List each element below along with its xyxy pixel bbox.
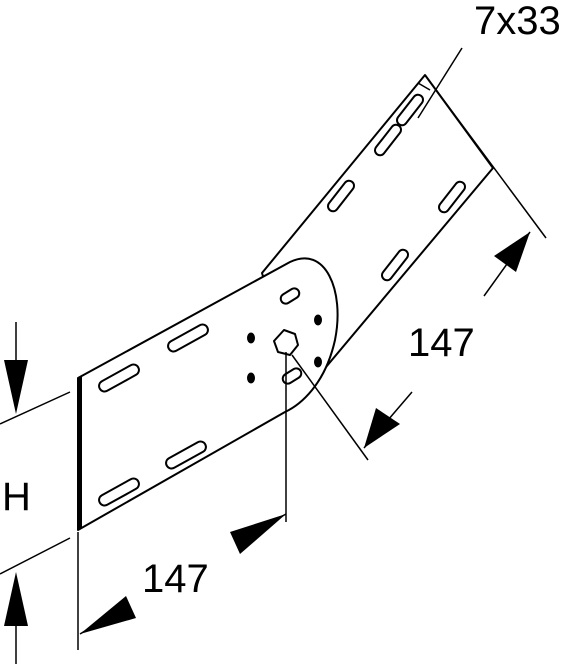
slot [98, 363, 140, 393]
dimension-arrow [4, 572, 28, 626]
extension-line [0, 537, 71, 575]
bottom-length-dimension: 147 [77, 352, 287, 650]
hole [247, 372, 255, 384]
lower-plate [77, 257, 339, 531]
upper-plate-thickness-edge [417, 82, 431, 91]
slot [395, 93, 425, 127]
hole [247, 332, 255, 344]
dimension-arrow [230, 514, 286, 554]
right-length-label: 147 [408, 321, 475, 365]
right-length-dimension: 147 [291, 74, 547, 461]
bottom-length-label: 147 [142, 557, 209, 601]
slot [437, 180, 467, 214]
slot [326, 179, 356, 213]
dimension-arrow [80, 596, 136, 634]
slot-size-label: 7x33 [474, 0, 561, 43]
slot [380, 248, 410, 282]
dimension-arrow [4, 360, 28, 414]
height-label: H [2, 475, 31, 519]
slot [165, 440, 207, 470]
height-dimension: H [0, 322, 71, 664]
dimension-arrow [494, 232, 530, 272]
pivot-bolt [273, 329, 299, 356]
slot [98, 477, 140, 507]
slot-size-dimension: 7x33 [417, 0, 561, 119]
slot-leader-line [417, 47, 463, 119]
slot [373, 123, 403, 157]
pivot-slot [279, 287, 301, 305]
hole [314, 314, 322, 326]
extension-line [0, 391, 71, 425]
slot [167, 323, 209, 353]
pivot-slot [281, 367, 303, 385]
lower-plate-body [77, 257, 339, 531]
hole [314, 356, 322, 368]
extension-line [424, 74, 547, 239]
extension-line [291, 354, 369, 461]
lower-plate-thickness-edge [78, 376, 82, 530]
dimension-arrow [364, 408, 400, 448]
